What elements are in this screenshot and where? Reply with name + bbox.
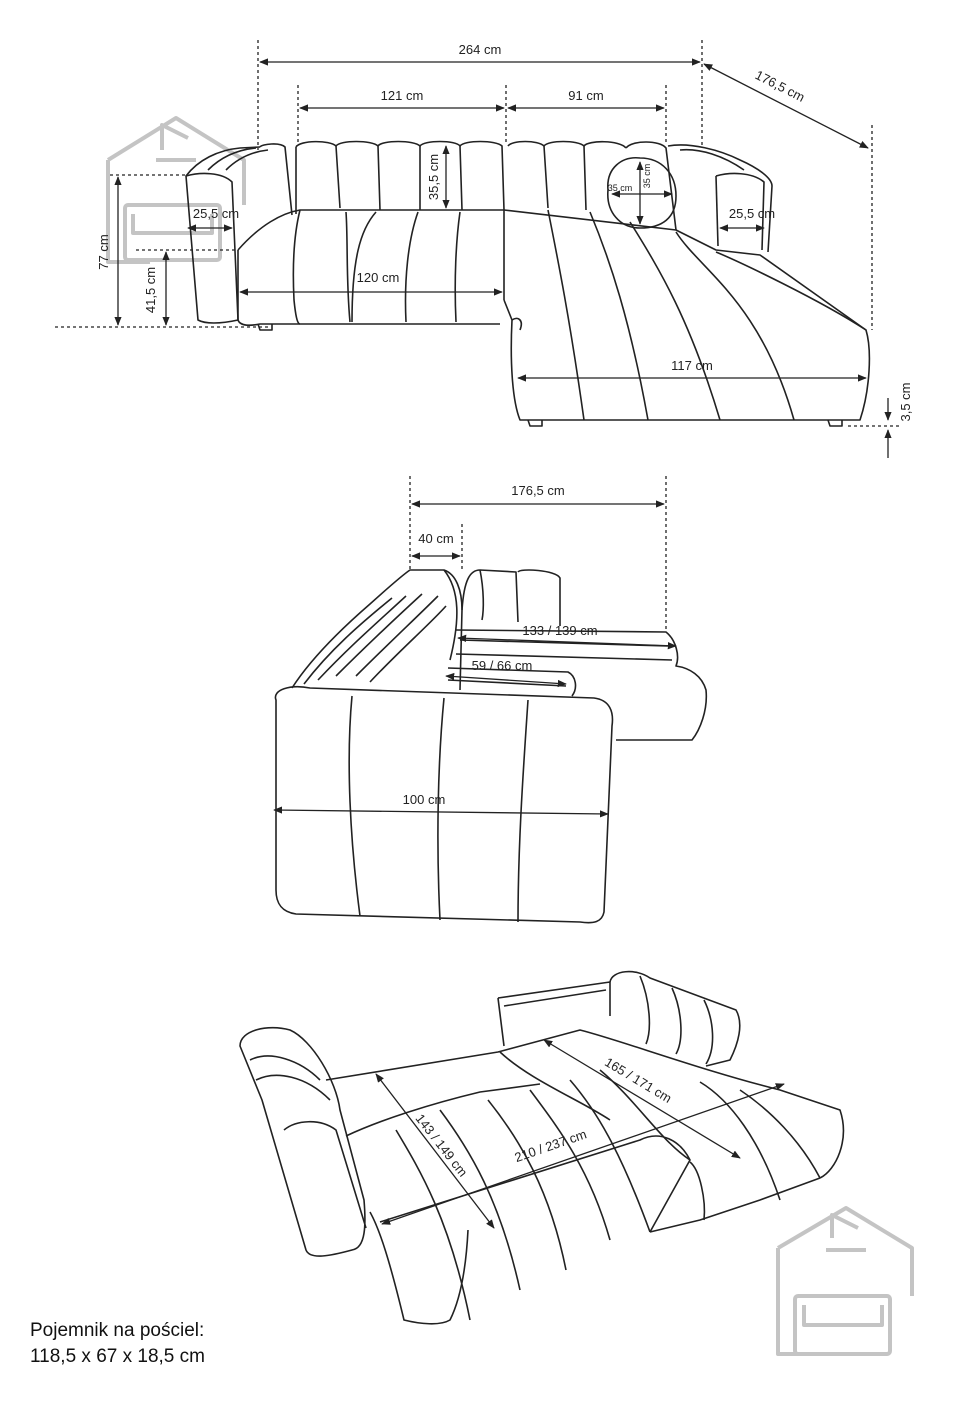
bed-view-labels: 143 / 149 cm 210 / 237 cm 165 / 171 cm: [413, 1054, 675, 1179]
label-seat-height: 41,5 cm: [143, 267, 158, 313]
storage-note-dimensions: 118,5 x 67 x 18,5 cm: [30, 1346, 205, 1367]
label-side-width: 100 cm: [403, 792, 446, 807]
label-chaise-depth: 176,5 cm: [753, 67, 807, 105]
label-arm-depth: 40 cm: [418, 531, 453, 546]
label-height-total: 77 cm: [96, 234, 111, 269]
label-width-total: 264 cm: [459, 42, 502, 57]
storage-note: Pojemnik na pościel: 118,5 x 67 x 18,5 c…: [30, 1318, 205, 1370]
label-width-left: 121 cm: [381, 88, 424, 103]
label-sleep-width: 143 / 149 cm: [413, 1111, 471, 1179]
label-arm-right: 25,5 cm: [729, 206, 775, 221]
label-pillow-height: 35 cm: [642, 164, 652, 189]
side-view-labels: 176,5 cm 40 cm 133 / 139 cm 59 / 66 cm 1…: [403, 483, 598, 807]
label-pillow-width: 35 cm: [608, 183, 633, 193]
label-side-depth: 176,5 cm: [511, 483, 564, 498]
label-width-right: 91 cm: [568, 88, 603, 103]
label-seat-length: 133 / 139 cm: [522, 623, 597, 638]
house-sofa-logo-icon: [106, 116, 246, 264]
front-view-dimensions: [55, 40, 900, 458]
bed-view-dimensions: [375, 1039, 785, 1229]
side-view-dimensions: [273, 476, 677, 818]
label-seat-width: 120 cm: [357, 270, 400, 285]
label-seat-depth: 59 / 66 cm: [472, 658, 533, 673]
label-leg-height: 3,5 cm: [898, 382, 913, 421]
storage-note-title: Pojemnik na pościel:: [30, 1320, 205, 1341]
label-arm-left: 25,5 cm: [193, 206, 239, 221]
front-view-sofa: [185, 140, 871, 427]
label-chaise-length: 165 / 171 cm: [602, 1054, 674, 1106]
label-chaise-width: 117 cm: [671, 358, 713, 373]
house-sofa-logo-icon: [776, 1206, 914, 1356]
label-backrest-height: 35,5 cm: [426, 154, 441, 200]
side-view-sofa: [274, 569, 708, 924]
